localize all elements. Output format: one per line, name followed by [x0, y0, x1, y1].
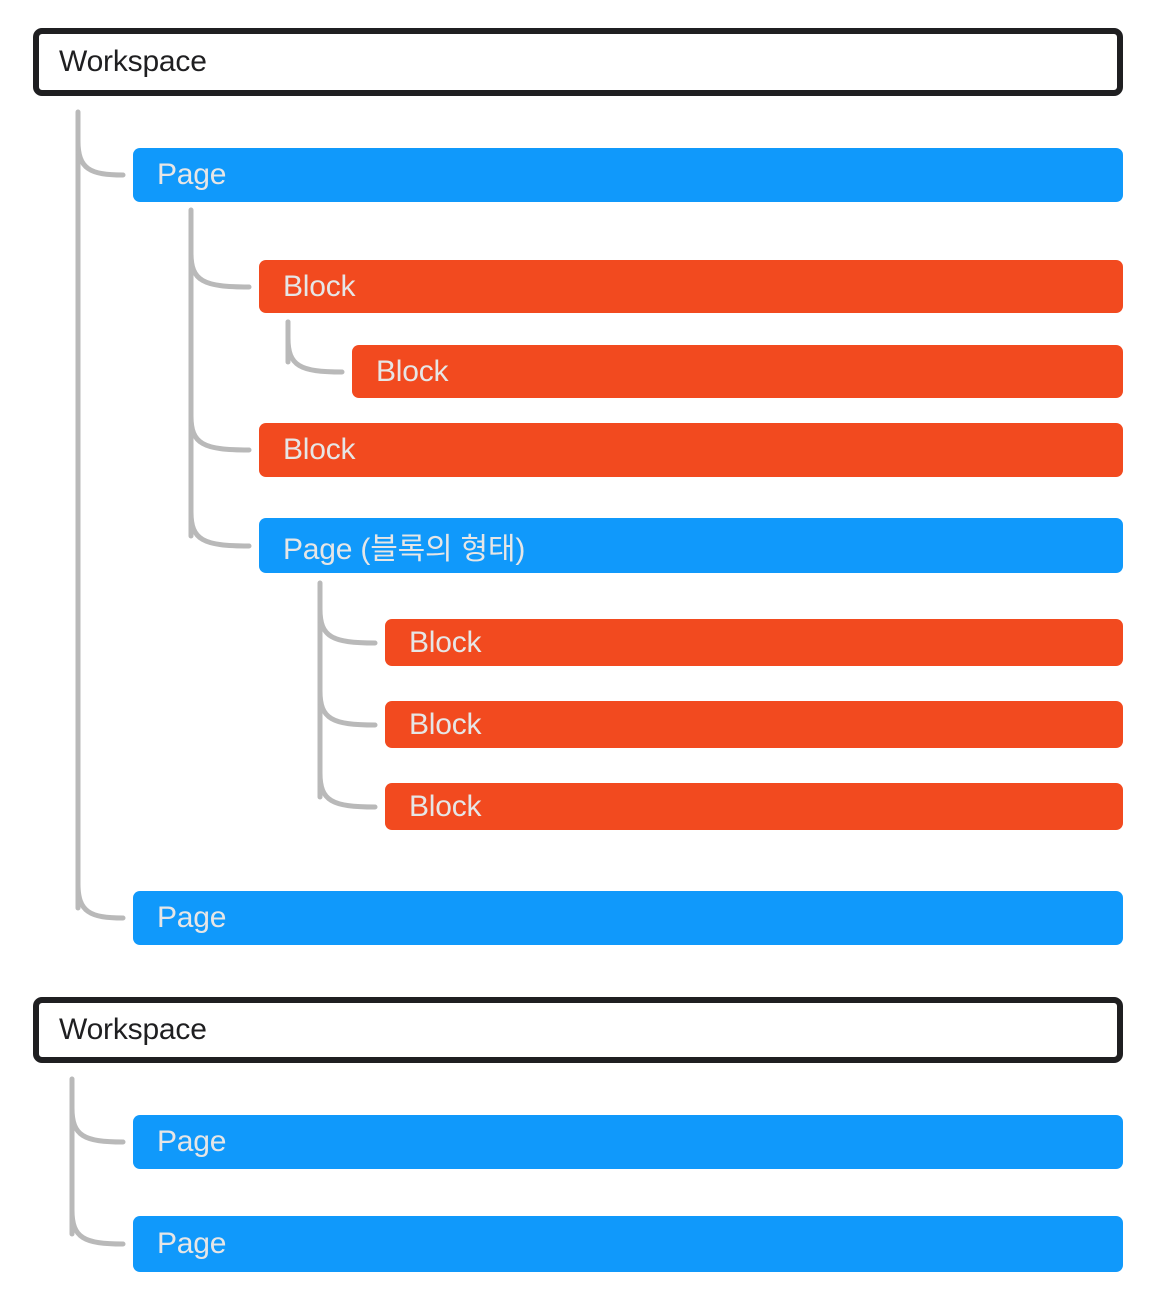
- node-label: Workspace: [59, 1013, 207, 1046]
- node-label: Block: [283, 433, 356, 466]
- connector-elbow: [317, 582, 378, 646]
- node-label: Page: [157, 158, 227, 191]
- node-workspace-ws2[interactable]: Workspace: [33, 997, 1123, 1063]
- connector-elbow: [188, 389, 252, 453]
- node-label: Block: [376, 354, 449, 388]
- node-block-b4[interactable]: Block: [385, 619, 1123, 666]
- node-page-p2[interactable]: Page (블록의 형태): [259, 518, 1123, 573]
- node-label: Workspace: [59, 45, 207, 78]
- connector-elbow: [188, 226, 252, 290]
- node-page-p3[interactable]: Page: [133, 891, 1123, 945]
- node-block-b2[interactable]: Block: [352, 345, 1123, 398]
- connector-elbow: [69, 1183, 126, 1247]
- connector-elbow: [317, 746, 378, 810]
- node-label: Block: [409, 707, 482, 741]
- connector-elbow: [75, 114, 126, 178]
- node-label: Block: [409, 789, 482, 823]
- node-block-b3[interactable]: Block: [259, 423, 1123, 477]
- node-label: Page: [157, 901, 227, 934]
- node-page-p1[interactable]: Page: [133, 148, 1123, 202]
- node-block-b5[interactable]: Block: [385, 701, 1123, 748]
- connector-elbow: [69, 1081, 126, 1145]
- node-label: Block: [409, 625, 482, 659]
- connector-elbow: [317, 664, 378, 728]
- node-page-p4[interactable]: Page: [133, 1115, 1123, 1169]
- node-block-b1[interactable]: Block: [259, 260, 1123, 313]
- node-block-b6[interactable]: Block: [385, 783, 1123, 830]
- node-workspace-ws1[interactable]: Workspace: [33, 28, 1123, 96]
- node-page-p5[interactable]: Page: [133, 1216, 1123, 1272]
- connector-elbow: [75, 857, 126, 921]
- connector-elbow: [285, 319, 345, 375]
- node-label: Page (블록의 형태): [283, 532, 526, 566]
- connector-elbow: [188, 485, 252, 549]
- node-label: Page: [157, 1227, 227, 1260]
- node-label: Page: [157, 1125, 227, 1158]
- node-label: Block: [283, 269, 356, 303]
